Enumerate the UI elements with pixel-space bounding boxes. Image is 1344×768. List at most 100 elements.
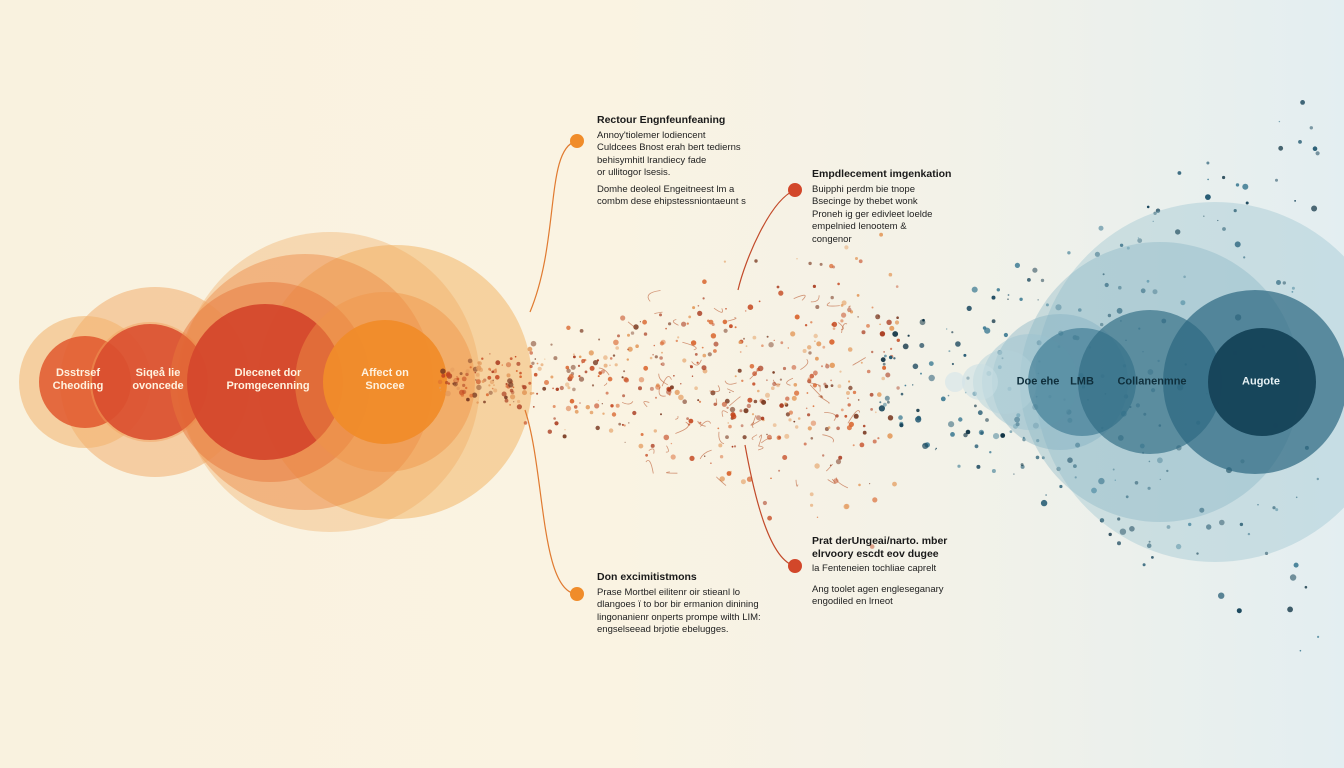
particle [1299,649,1302,652]
particle [841,300,847,306]
particle [445,380,449,385]
particle [869,392,874,397]
callout-line: dlangoes ï to bor bir ermanion dinining [597,599,759,610]
particle [809,373,815,379]
particle [879,331,886,337]
particle [974,444,979,449]
particle [892,481,897,487]
particle [1146,205,1150,209]
callout-line: Culdcees Bnost erah bert tedierns [597,142,741,153]
particle [812,405,815,408]
particle [1019,297,1023,301]
callout-bottom-mid: Prat derUngeai/narto. mber elrvoory escd… [812,535,987,609]
particle [670,454,676,460]
particle [719,476,725,482]
particle [550,375,554,379]
particle [633,324,639,330]
particle [757,389,760,393]
particle [1287,606,1293,613]
particle [884,395,890,401]
particle [726,471,732,476]
particle [1142,563,1146,567]
callout-line: Ang toolet agen engleseganary [812,583,944,595]
particle [1183,275,1186,279]
particle [702,297,705,300]
particle [483,400,486,404]
particle [896,386,900,390]
particle [1022,437,1026,442]
particle [778,469,781,472]
particle [894,320,900,325]
particle [1218,592,1225,599]
particle [1291,291,1294,293]
particle-trail [818,395,830,404]
particle [974,404,977,408]
particle [738,340,742,344]
particle [1196,552,1199,555]
particle [707,352,712,357]
particle-trail [727,317,737,322]
particle [1272,506,1276,510]
particle [612,354,616,357]
particle [816,516,819,518]
particle [438,386,442,389]
particle [618,422,622,426]
particle [848,310,850,313]
particle [475,379,481,385]
particle [815,356,819,361]
particle [1278,120,1281,123]
particle [686,417,689,420]
particle [898,415,903,420]
particle [674,389,680,395]
particle [1282,281,1287,285]
particle [1027,278,1031,282]
particle [598,371,602,375]
particle [889,325,895,331]
particle [652,353,654,356]
callout-top-mid: Empdlecement imgenkation Buipphi perdm b… [812,168,982,246]
callout-line: Annoy'tiolemer lodiencent [597,129,706,141]
particle [628,422,630,424]
particle [733,445,737,448]
particle [653,429,657,433]
particle [713,349,717,353]
particle [566,368,571,373]
particle [955,341,961,347]
particle [1140,288,1146,294]
particle [1247,532,1251,536]
particle [660,413,662,416]
particle [638,443,644,449]
particle [600,369,605,374]
particle [971,286,978,293]
particle [784,402,787,405]
particle [885,372,891,378]
particle [621,423,624,426]
particle [1041,456,1045,460]
particle [688,418,694,424]
particle [1159,478,1162,481]
particle [460,393,465,397]
particle [796,258,798,260]
particle [847,397,849,399]
particle [1236,608,1242,614]
particle [1117,541,1121,546]
particle [528,381,532,385]
particle-trail [709,385,721,393]
particle [509,388,514,393]
particle [887,433,893,439]
particle [1300,100,1305,105]
particle [613,339,619,346]
particle-trail [758,434,763,447]
particle [797,417,801,420]
particle [516,361,521,366]
cool-band-4 [962,364,998,400]
particle [477,361,481,364]
particle-trail [721,410,729,417]
particle [1074,476,1077,479]
particle [835,459,842,465]
particle [579,402,581,404]
particle [808,351,812,355]
particle [523,421,528,425]
callout-connectors [524,134,802,601]
particle [512,386,515,389]
